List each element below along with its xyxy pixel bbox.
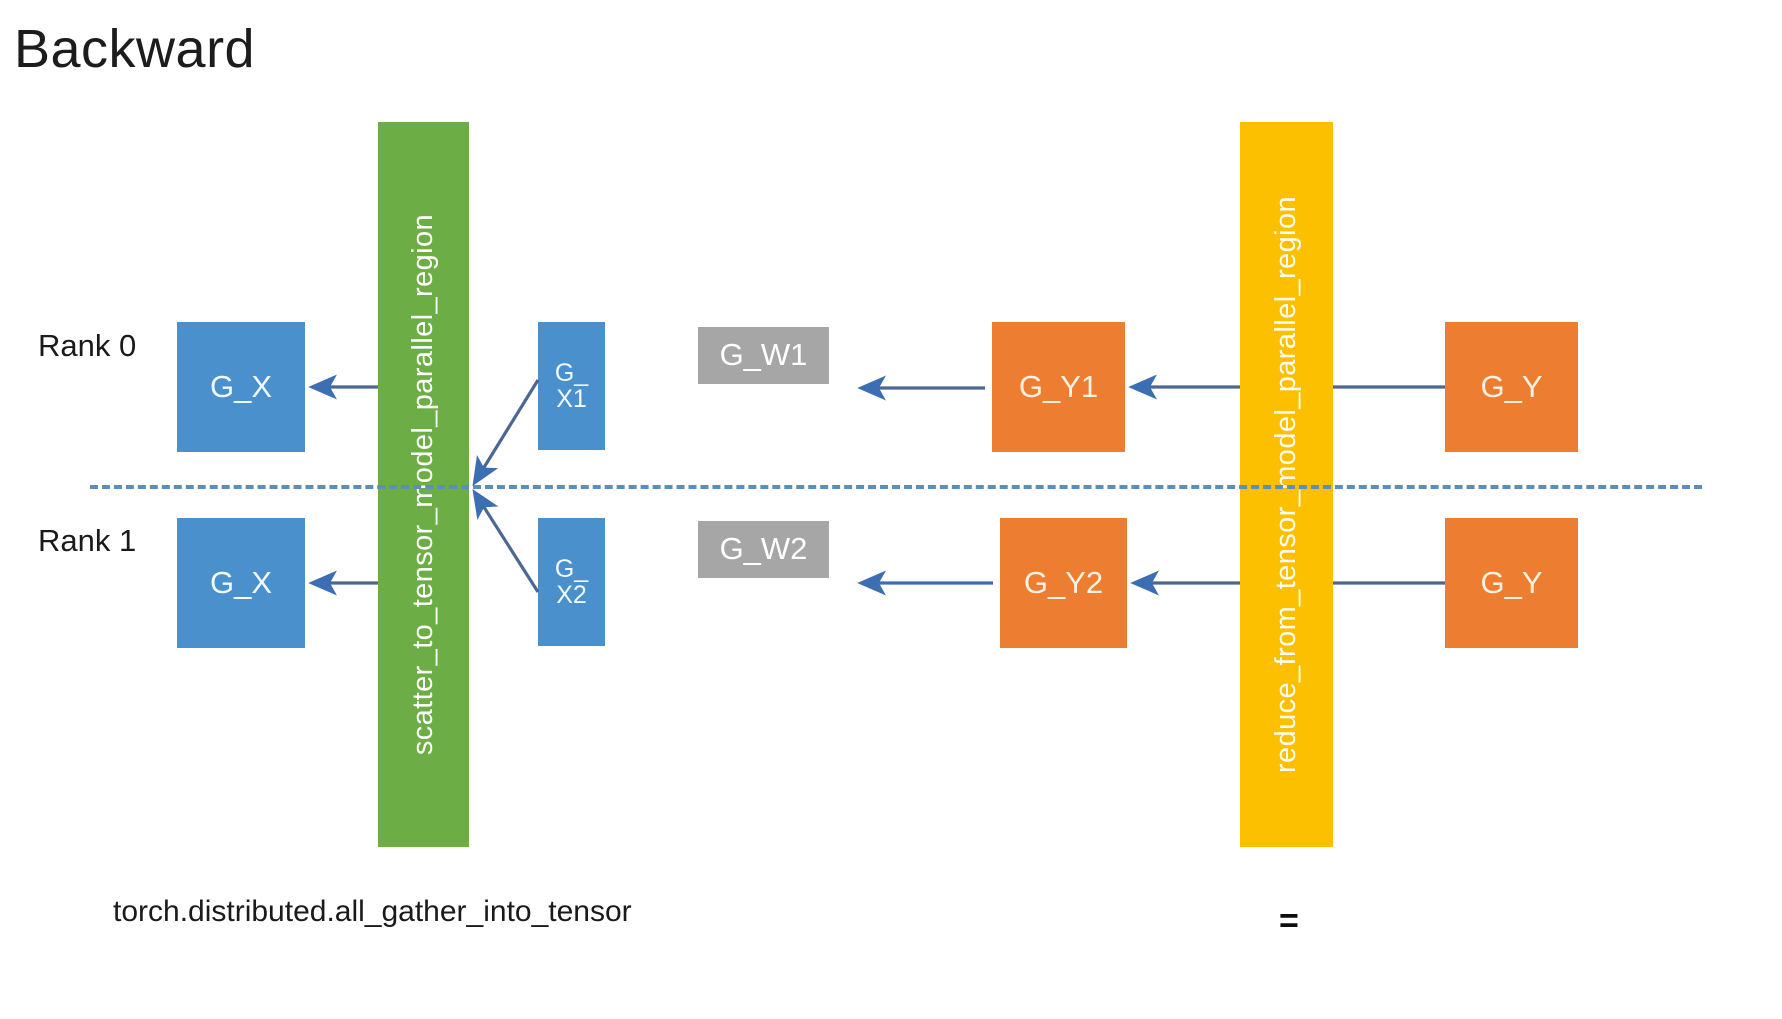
- rank-label-1: Rank 1: [38, 523, 137, 558]
- bar-reduce-from-tensor-model-parallel-region[interactable]: reduce_from_tensor_model_parallel_region: [1240, 122, 1333, 847]
- arrow-gx2-to-scatter: [472, 488, 540, 593]
- box-rank1-g-w2[interactable]: G_W2: [698, 521, 829, 578]
- page-title: Backward: [14, 19, 256, 79]
- box-rank0-g-y1[interactable]: G_Y1: [992, 322, 1125, 452]
- box-rank0-g-w1[interactable]: G_W1: [698, 327, 829, 384]
- bar-scatter-to-tensor-model-parallel-region[interactable]: scatter_to_tensor_model_parallel_region: [378, 122, 469, 847]
- arrow-gx1-to-scatter: [472, 379, 540, 487]
- caption-left: torch.distributed.all_gather_into_tensor: [113, 895, 632, 928]
- box-rank1-g-x[interactable]: G_X: [177, 518, 305, 648]
- box-rank0-g-x[interactable]: G_X: [177, 322, 305, 452]
- box-rank1-g-x2[interactable]: G_ X2: [538, 518, 605, 646]
- rank-divider: [90, 485, 1702, 489]
- caption-right-equals: =: [1279, 902, 1299, 940]
- box-rank1-g-y[interactable]: G_Y: [1445, 518, 1578, 648]
- rank-label-0: Rank 0: [38, 328, 137, 363]
- box-rank1-g-y2[interactable]: G_Y2: [1000, 518, 1127, 648]
- box-rank0-g-x1[interactable]: G_ X1: [538, 322, 605, 450]
- box-rank0-g-y[interactable]: G_Y: [1445, 322, 1578, 452]
